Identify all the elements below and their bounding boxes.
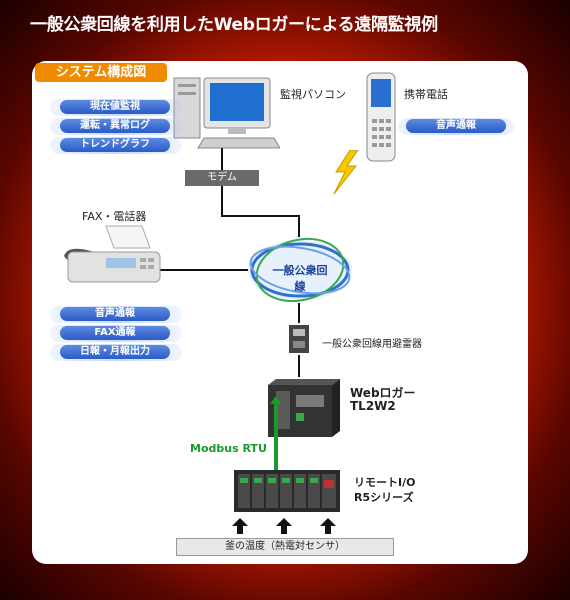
network-surge-line	[298, 303, 300, 323]
remote-io-label-1: リモートI/O	[354, 476, 416, 489]
protocol-label: Modbus RTU	[190, 442, 267, 455]
network-cloud-icon	[248, 238, 352, 302]
surge-protector-icon	[289, 325, 309, 353]
modem: モデム	[185, 170, 259, 186]
pc-modem-line	[221, 148, 223, 170]
surge-label: 一般公衆回線用避雷器	[322, 339, 422, 350]
feature-log: 運転・異常ログ	[60, 119, 170, 133]
pc-label: 監視パソコン	[280, 88, 346, 101]
web-logger-icon	[268, 379, 340, 437]
monitoring-pc-icon	[173, 77, 280, 149]
feature-report-output: 日報・月報出力	[60, 345, 170, 359]
modem-down-line	[221, 186, 223, 216]
sensor-label: 釜の温度（熱電対センサ）	[176, 538, 394, 556]
mobile-phone-icon	[366, 72, 396, 162]
sensor-arrows-icon	[232, 518, 336, 534]
feature-fax-alert: FAX通報	[60, 326, 170, 340]
modbus-arrow-icon	[270, 396, 282, 404]
logger-label-1: Webロガー	[350, 386, 416, 400]
remote-io-label-2: R5シリーズ	[354, 491, 414, 504]
modem-network-line-h	[221, 215, 299, 217]
logger-label-2: TL2W2	[350, 399, 396, 413]
remote-io-icon	[234, 470, 340, 512]
feature-voice-alert-phone: 音声通報	[406, 119, 506, 133]
feature-current-value: 現在値監視	[60, 100, 170, 114]
feature-trend: トレンドグラフ	[60, 138, 170, 152]
network-label: 一般公衆回線	[272, 264, 328, 293]
lightning-icon	[333, 150, 359, 194]
page-title: 一般公衆回線を利用したWebロガーによる遠隔監視例	[30, 15, 438, 35]
feature-voice-alert-fax: 音声通報	[60, 307, 170, 321]
section-header: システム構成図	[35, 63, 167, 82]
fax-label: FAX・電話器	[82, 210, 147, 223]
modbus-line	[274, 401, 278, 489]
phone-label: 携帯電話	[404, 88, 448, 101]
fax-machine-icon	[64, 225, 161, 283]
fax-network-line	[160, 269, 250, 271]
surge-logger-line	[298, 355, 300, 377]
modem-network-line-v	[298, 215, 300, 237]
